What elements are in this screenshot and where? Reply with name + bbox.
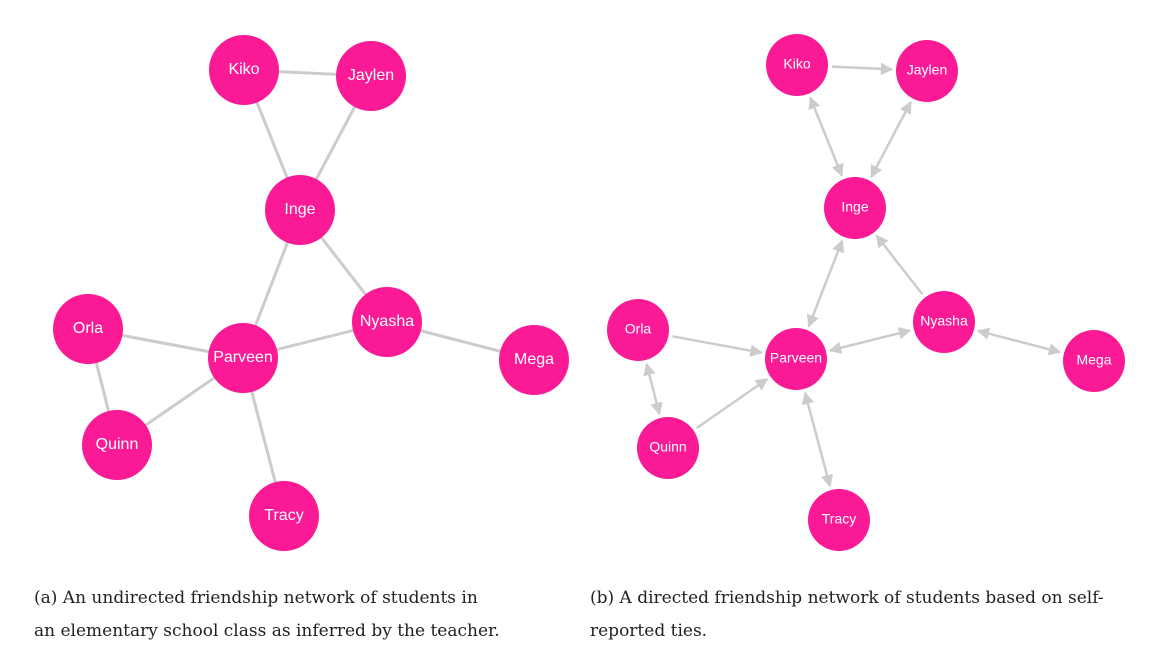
- node-label-mega: Mega: [514, 351, 554, 368]
- caption-directed: (b) A directed friendship network of stu…: [590, 588, 1104, 641]
- edge-parveen-inge: [807, 239, 844, 328]
- edge-parveen-nyasha: [828, 327, 912, 354]
- edge-nyasha-mega: [976, 327, 1062, 356]
- node-tracy: [249, 481, 319, 551]
- node-label-inge: Inge: [841, 199, 868, 215]
- node-kiko: [766, 34, 828, 96]
- node-label-kiko: Kiko: [783, 56, 810, 72]
- edge-kiko-jaylen: [831, 62, 894, 76]
- node-parveen: [765, 328, 827, 390]
- edge-parveen-tracy: [801, 391, 834, 488]
- node-label-parveen: Parveen: [770, 350, 822, 366]
- edge-orla-parveen: [672, 335, 763, 357]
- node-label-kiko: Kiko: [228, 61, 259, 78]
- node-label-quinn: Quinn: [649, 439, 686, 455]
- edge-nyasha-inge: [875, 234, 924, 296]
- node-label-tracy: Tracy: [822, 511, 856, 527]
- node-quinn: [82, 410, 152, 480]
- node-label-tracy: Tracy: [264, 507, 303, 524]
- node-jaylen: [336, 41, 406, 111]
- node-label-quinn: Quinn: [96, 436, 139, 453]
- node-inge: [824, 177, 886, 239]
- node-orla: [607, 299, 669, 361]
- edge-orla-quinn: [643, 362, 663, 416]
- node-orla: [53, 294, 123, 364]
- edge-quinn-parveen: [696, 377, 769, 430]
- node-label-parveen: Parveen: [213, 349, 273, 366]
- node-inge: [265, 175, 335, 245]
- node-label-jaylen: Jaylen: [348, 67, 394, 84]
- node-parveen: [208, 323, 278, 393]
- undirected-edges: [86, 68, 535, 517]
- node-label-nyasha: Nyasha: [920, 313, 968, 329]
- node-kiko: [209, 35, 279, 105]
- node-label-mega: Mega: [1076, 352, 1111, 368]
- node-tracy: [808, 489, 870, 551]
- node-jaylen: [896, 40, 958, 102]
- node-quinn: [637, 417, 699, 479]
- edge-kiko-inge: [808, 96, 844, 177]
- node-label-orla: Orla: [625, 321, 652, 337]
- caption-undirected: (a) An undirected friendship network of …: [34, 588, 500, 641]
- node-mega: [1063, 330, 1125, 392]
- node-nyasha: [913, 291, 975, 353]
- node-label-inge: Inge: [284, 201, 315, 218]
- node-label-jaylen: Jaylen: [907, 62, 947, 78]
- node-nyasha: [352, 287, 422, 357]
- directed-edges: [643, 62, 1062, 488]
- node-label-orla: Orla: [73, 320, 103, 337]
- node-mega: [499, 325, 569, 395]
- node-label-nyasha: Nyasha: [360, 313, 414, 330]
- edge-jaylen-inge: [870, 100, 912, 179]
